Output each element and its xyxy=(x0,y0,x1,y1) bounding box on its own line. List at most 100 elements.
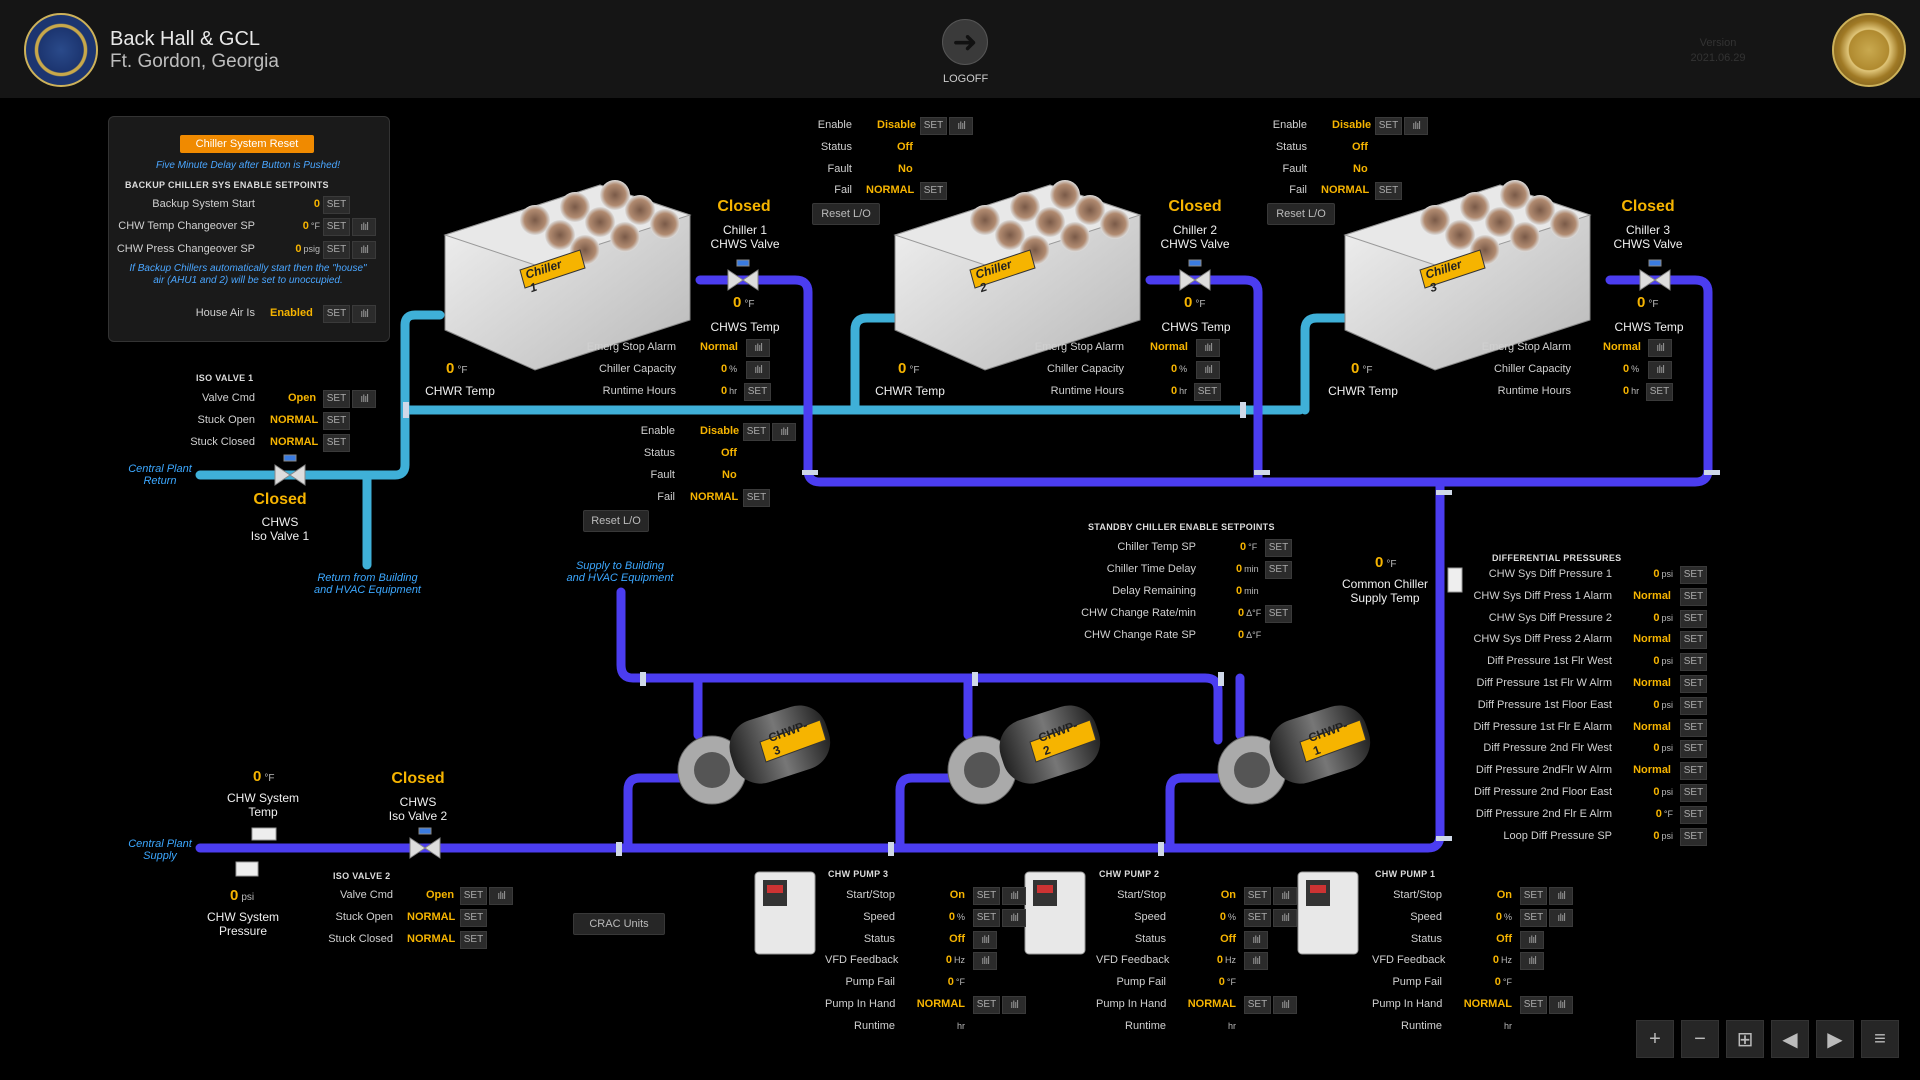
chiller1-enable-label: Enable xyxy=(817,119,852,131)
trend-chart-icon[interactable]: ıIıl xyxy=(1273,996,1297,1014)
set-button[interactable]: SET xyxy=(460,887,487,905)
set-button[interactable]: SET xyxy=(323,305,350,323)
trend-chart-icon[interactable]: ıIıl xyxy=(1002,996,1026,1014)
set-button[interactable]: SET xyxy=(1375,182,1402,200)
set-button[interactable]: SET xyxy=(1265,539,1292,557)
trend-chart-icon[interactable]: ıIıl xyxy=(1549,996,1573,1014)
trend-chart-icon[interactable]: ıIıl xyxy=(1404,117,1428,135)
set-button[interactable]: SET xyxy=(460,909,487,927)
chiller-system-reset-button[interactable]: Chiller System Reset xyxy=(180,135,314,153)
set-button[interactable]: SET xyxy=(1680,631,1707,650)
set-button[interactable]: SET xyxy=(323,196,350,214)
set-button[interactable]: SET xyxy=(1680,675,1707,693)
set-button[interactable]: SET xyxy=(1680,805,1707,824)
zoom-in-icon[interactable]: + xyxy=(1636,1020,1674,1058)
chiller1-reset-lo-button[interactable]: Reset L/O xyxy=(812,203,880,225)
chiller3-enable-label: Enable xyxy=(640,425,675,437)
set-button[interactable]: SET xyxy=(1520,887,1547,905)
crac-units-button[interactable]: CRAC Units xyxy=(573,913,665,935)
pipe-flanges xyxy=(403,402,1720,856)
backup-row-label: Backup System Start xyxy=(152,198,255,210)
trend-chart-icon[interactable]: ıIıl xyxy=(352,218,376,236)
set-button[interactable]: SET xyxy=(460,931,487,949)
trend-chart-icon[interactable]: ıIıl xyxy=(973,930,997,949)
trend-chart-icon[interactable]: ıIıl xyxy=(1520,952,1544,971)
set-button[interactable]: SET xyxy=(1265,605,1292,623)
previous-icon[interactable]: ◀ xyxy=(1771,1020,1809,1058)
site-subtitle: Ft. Gordon, Georgia xyxy=(110,51,279,72)
set-button[interactable]: SET xyxy=(1244,887,1271,905)
grid-icon[interactable]: ⊞ xyxy=(1726,1020,1764,1058)
trend-chart-icon[interactable]: ıIıl xyxy=(1648,339,1672,357)
set-button[interactable]: SET xyxy=(1680,718,1707,737)
trend-chart-icon[interactable]: ıIıl xyxy=(352,305,376,323)
unit-text: °F xyxy=(1502,977,1512,988)
trend-chart-icon[interactable]: ıIıl xyxy=(746,361,770,379)
set-button[interactable]: SET xyxy=(1680,653,1707,672)
set-button[interactable]: SET xyxy=(1244,996,1271,1014)
chiller2-chwr-temp-label: CHWR Temp xyxy=(875,384,945,398)
set-button[interactable]: SET xyxy=(1375,117,1402,135)
trend-chart-icon[interactable]: ıIıl xyxy=(489,887,513,905)
set-button[interactable]: SET xyxy=(973,996,1000,1014)
set-button[interactable]: SET xyxy=(973,887,1000,905)
trend-chart-icon[interactable]: ıIıl xyxy=(1648,361,1672,379)
chiller3-chwr-temp-label: CHWR Temp xyxy=(1328,384,1398,398)
central-plant-return-label: Central Plant Return xyxy=(120,463,200,487)
trend-chart-icon[interactable]: ıIıl xyxy=(1196,339,1220,357)
set-button[interactable]: SET xyxy=(323,434,350,452)
set-button[interactable]: SET xyxy=(323,241,350,259)
set-button[interactable]: SET xyxy=(1680,609,1707,628)
next-icon[interactable]: ▶ xyxy=(1816,1020,1854,1058)
trend-chart-icon[interactable]: ıIıl xyxy=(1520,930,1544,949)
trend-chart-icon[interactable]: ıIıl xyxy=(352,241,376,259)
set-button[interactable]: SET xyxy=(920,182,947,200)
trend-chart-icon[interactable]: ıIıl xyxy=(1244,930,1268,949)
set-button[interactable]: SET xyxy=(1680,827,1707,846)
set-button[interactable]: SET xyxy=(1646,383,1673,401)
trend-chart-icon[interactable]: ıIıl xyxy=(1244,952,1268,971)
unit-text: °F xyxy=(1226,977,1236,988)
zoom-out-icon[interactable]: − xyxy=(1681,1020,1719,1058)
set-button[interactable]: SET xyxy=(1520,908,1547,927)
trend-chart-icon[interactable]: ıIıl xyxy=(352,390,376,408)
trend-chart-icon[interactable]: ıIıl xyxy=(1549,908,1573,927)
trend-chart-icon[interactable]: ıIıl xyxy=(949,117,973,135)
set-button[interactable]: SET xyxy=(1680,566,1707,584)
trend-chart-icon[interactable]: ıIıl xyxy=(1002,908,1026,927)
set-button[interactable]: SET xyxy=(323,390,350,408)
trend-chart-icon[interactable]: ıIıl xyxy=(1273,908,1297,927)
set-button[interactable]: SET xyxy=(1680,784,1707,802)
set-button[interactable]: SET xyxy=(743,489,770,507)
trend-chart-icon[interactable]: ıIıl xyxy=(746,339,770,357)
trend-chart-icon[interactable]: ıIıl xyxy=(772,423,796,441)
trend-chart-icon[interactable]: ıIıl xyxy=(973,952,997,971)
logoff-arrow-icon[interactable]: ➜ xyxy=(942,19,988,65)
chiller2-reset-lo-button[interactable]: Reset L/O xyxy=(1267,203,1335,225)
set-button[interactable]: SET xyxy=(1194,383,1221,401)
set-button[interactable]: SET xyxy=(973,908,1000,927)
chiller1-estop-label: Emerg Stop Alarm xyxy=(586,341,676,353)
trend-chart-icon[interactable]: ıIıl xyxy=(1549,887,1573,905)
set-button[interactable]: SET xyxy=(1680,740,1707,759)
set-button[interactable]: SET xyxy=(323,412,350,430)
set-button[interactable]: SET xyxy=(1520,996,1547,1014)
set-button[interactable]: SET xyxy=(1244,908,1271,927)
set-button[interactable]: SET xyxy=(744,383,771,401)
trend-chart-icon[interactable]: ıIıl xyxy=(1002,887,1026,905)
signal-corps-seal-logo xyxy=(24,13,98,87)
trend-chart-icon[interactable]: ıIıl xyxy=(1196,361,1220,379)
set-button[interactable]: SET xyxy=(1265,561,1292,579)
trend-chart-icon[interactable]: ıIıl xyxy=(1273,887,1297,905)
set-button[interactable]: SET xyxy=(323,218,350,236)
chiller3-reset-lo-button[interactable]: Reset L/O xyxy=(583,510,649,532)
value-text: 0 xyxy=(721,363,728,375)
set-button[interactable]: SET xyxy=(1680,762,1707,781)
set-button[interactable]: SET xyxy=(920,117,947,135)
set-button[interactable]: SET xyxy=(743,423,770,441)
set-button[interactable]: SET xyxy=(1680,696,1707,715)
unit-text: % xyxy=(1179,364,1188,374)
set-button[interactable]: SET xyxy=(1680,587,1707,606)
menu-icon[interactable]: ≡ xyxy=(1861,1020,1899,1058)
logoff-label[interactable]: LOGOFF xyxy=(943,73,989,85)
